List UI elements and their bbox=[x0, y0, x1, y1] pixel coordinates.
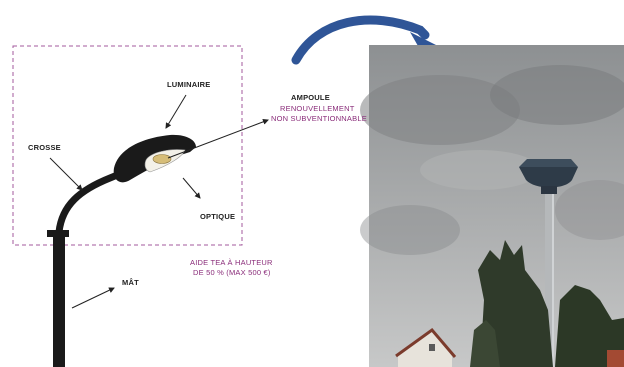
mat-label: MÂT bbox=[122, 278, 139, 287]
pole bbox=[53, 234, 65, 367]
ampoule-label: AMPOULE bbox=[291, 93, 330, 102]
optique-label: OPTIQUE bbox=[200, 212, 235, 221]
mat-pointer bbox=[72, 288, 114, 308]
ampoule-note-line2: NON SUBVENTIONNABLE bbox=[271, 114, 367, 124]
aide-note-line2: DE 50 % (MAX 500 €) bbox=[193, 268, 271, 278]
crosse-label: CROSSE bbox=[28, 143, 61, 152]
optique-pointer bbox=[183, 178, 200, 198]
streetlamp-photo bbox=[360, 45, 624, 367]
crosse-pointer bbox=[50, 158, 82, 190]
aide-note-line1: AIDE TEA À HAUTEUR bbox=[190, 258, 273, 268]
luminaire-pointer bbox=[166, 95, 186, 128]
ampoule-bulb bbox=[153, 155, 171, 164]
luminaire-label: LUMINAIRE bbox=[167, 80, 210, 89]
ampoule-note-line1: RENOUVELLEMENT bbox=[280, 104, 354, 114]
